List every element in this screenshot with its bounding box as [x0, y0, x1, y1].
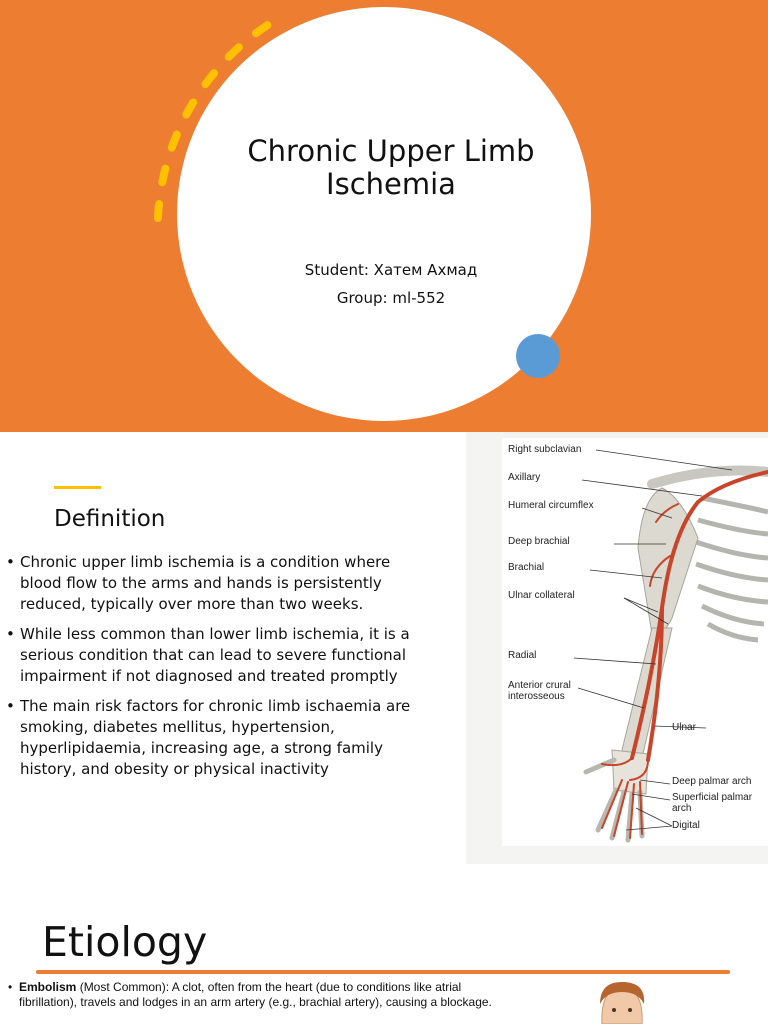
person-illustration: [600, 982, 645, 1024]
accent-line: [54, 486, 101, 489]
label-arch: arch: [672, 803, 692, 814]
blue-dot-decoration: [516, 334, 560, 378]
group-name: Group: ml-552: [336, 289, 446, 307]
label-digital: Digital: [672, 820, 700, 831]
label-brachial: Brachial: [508, 562, 545, 573]
label-interosseous: interosseous: [508, 691, 565, 702]
label-ulnar: Ulnar: [672, 722, 696, 733]
etiology-underline: [36, 970, 730, 974]
embolism-term: Embolism: [19, 980, 77, 994]
label-radial: Radial: [508, 650, 537, 661]
etiology-heading: Etiology: [42, 918, 208, 966]
student-name: Student: Хатем Ахмад: [304, 261, 478, 279]
arm-illustration: [573, 449, 768, 843]
etiology-slide: Etiology •Embolism (Most Common): A clot…: [0, 864, 768, 1024]
label-axillary: Axillary: [508, 472, 541, 483]
arm-arteries-figure: Right subclavian Axillary Humeral circum…: [466, 432, 768, 864]
dashed-arc-decoration: [154, 10, 290, 222]
title-slide: Chronic Upper Limb Ischemia Student: Хат…: [0, 0, 768, 432]
label-superficial-palmar: Superficial palmar: [672, 792, 753, 803]
definition-slide: Definition •Chronic upper limb ischemia …: [0, 432, 768, 864]
list-item: •Embolism (Most Common): A clot, often f…: [8, 980, 492, 1009]
label-deep-brachial: Deep brachial: [508, 536, 570, 547]
label-anterior-crural: Anterior crural: [508, 680, 571, 691]
embolism-description: (Most Common): A clot, often from the he…: [19, 980, 492, 1009]
label-ulnar-collateral: Ulnar collateral: [508, 590, 575, 601]
definition-heading: Definition: [54, 506, 166, 532]
label-deep-palmar-arch: Deep palmar arch: [672, 776, 752, 787]
figure-panel: Right subclavian Axillary Humeral circum…: [502, 438, 768, 846]
definition-list: •Chronic upper limb ischemia is a condit…: [4, 552, 434, 789]
label-right-subclavian: Right subclavian: [508, 444, 582, 455]
label-humeral-circumflex: Humeral circumflex: [508, 500, 594, 511]
list-item: •The main risk factors for chronic limb …: [6, 697, 411, 778]
slide-title: Chronic Upper Limb Ischemia: [247, 134, 535, 201]
list-item: •Chronic upper limb ischemia is a condit…: [6, 553, 391, 613]
list-item: •While less common than lower limb ische…: [6, 625, 410, 685]
